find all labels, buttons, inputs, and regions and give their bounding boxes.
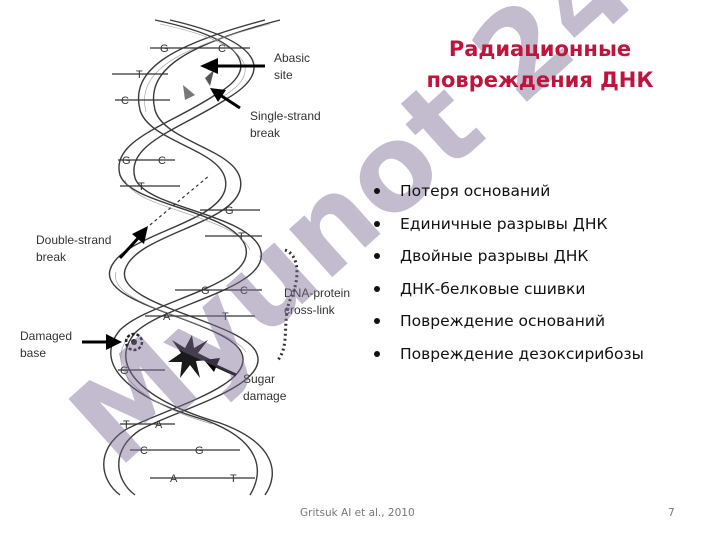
base-letter: T xyxy=(222,311,229,323)
base-letter: G xyxy=(225,205,234,217)
bullet-item: Повреждение оснований xyxy=(372,312,644,345)
label-ssb: Single-strand xyxy=(250,109,321,123)
label-abasic: Abasic xyxy=(274,51,310,65)
label-abasic: site xyxy=(274,68,293,82)
base-letter: C xyxy=(121,95,129,107)
label-dsb: Double-strand xyxy=(36,233,111,247)
bullet-item: ДНК-белковые сшивки xyxy=(372,280,644,313)
slide-title: Радиационные повреждения ДНК xyxy=(395,34,685,96)
citation: Gritsuk AI et al., 2010 xyxy=(300,507,415,519)
bullet-item: Потеря оснований xyxy=(372,182,644,215)
base-letter: T xyxy=(238,231,245,243)
label-ssb: break xyxy=(250,126,281,140)
bullet-dot-icon xyxy=(374,285,380,292)
page-number: 7 xyxy=(668,507,675,519)
bullet-dot-icon xyxy=(374,220,380,227)
bullet-item: Повреждение дезоксирибозы xyxy=(372,345,644,378)
label-dpc: DNA-protein xyxy=(284,286,350,300)
base-letter: G xyxy=(201,285,210,297)
dna-damage-figure: G C T C G C T G T G C A T G T A C G A T xyxy=(20,19,350,496)
bullet-dot-icon xyxy=(374,318,380,324)
label-damaged-base: base xyxy=(20,346,46,360)
bullet-item: Двойные разрывы ДНК xyxy=(372,247,644,280)
label-dsb: break xyxy=(36,250,67,264)
bullet-item: Единичные разрывы ДНК xyxy=(372,215,644,248)
label-dpc: cross-link xyxy=(284,303,336,317)
base-letter: T xyxy=(138,181,145,193)
base-letter: A xyxy=(170,473,178,485)
title-line: повреждения ДНК xyxy=(426,68,654,92)
base-letter: G xyxy=(122,155,131,167)
base-letter: G xyxy=(195,445,204,457)
base-letter: T xyxy=(230,473,237,485)
base-letter: T xyxy=(123,419,130,431)
label-sugar: damage xyxy=(243,389,287,403)
base-letter: A xyxy=(155,419,163,431)
bullet-dot-icon xyxy=(374,350,380,357)
base-letter: C xyxy=(240,285,248,297)
title-line: Радиационные xyxy=(448,37,632,61)
label-damaged-base: Damaged xyxy=(20,329,72,343)
base-letter: G xyxy=(120,365,129,377)
bullet-list: Потеря оснований Единичные разрывы ДНК Д… xyxy=(372,182,644,377)
base-letter: C xyxy=(218,43,226,55)
label-sugar: Sugar xyxy=(243,372,275,386)
base-letter: G xyxy=(160,43,169,55)
bullet-dot-icon xyxy=(374,253,380,259)
base-letter: C xyxy=(158,155,166,167)
base-letter: T xyxy=(136,69,143,81)
base-letter: A xyxy=(163,311,171,323)
base-letter: C xyxy=(140,445,148,457)
bullet-dot-icon xyxy=(374,188,380,194)
